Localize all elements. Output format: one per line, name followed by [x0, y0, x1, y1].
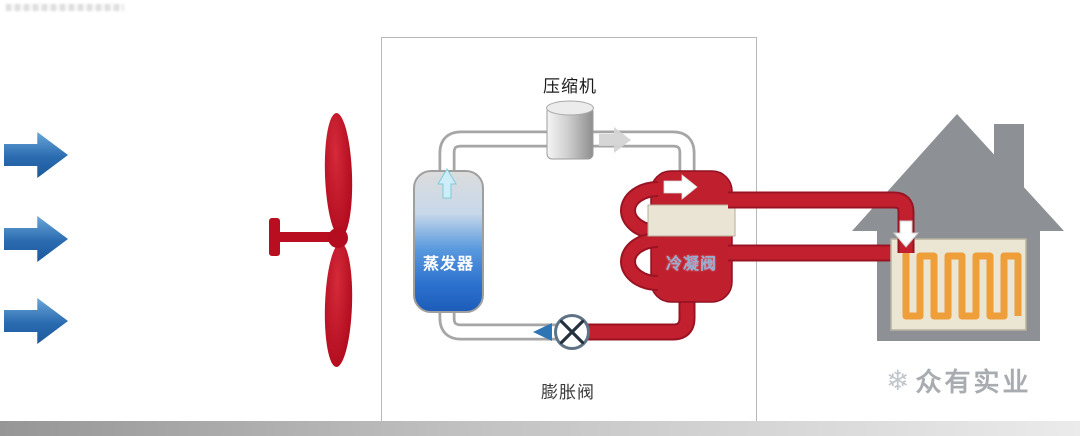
brand-name: 众有实业 [915, 367, 1032, 397]
brand-watermark: ❄ 众有实业 [886, 362, 1031, 399]
compressor-label: 压缩机 [543, 77, 597, 96]
condenser-coil-loop [622, 183, 659, 238]
evaporator-up-arrow-icon [437, 168, 457, 199]
house-inlet-down-arrow-icon [892, 220, 920, 248]
expansion-flow-arrow-icon [533, 323, 552, 341]
hot-liquid-pipe [570, 292, 694, 339]
condenser-label: 冷凝阀 [665, 256, 717, 273]
bottom-gradient-bar [0, 421, 1080, 436]
compressor-outlet-arrow-icon [599, 127, 631, 153]
expansion-valve-label: 膨胀阀 [541, 383, 595, 402]
floor-heating-coil [902, 252, 1022, 320]
compressor-top-cap [546, 100, 594, 116]
cold-liquid-pipe [441, 292, 574, 338]
house-roof [852, 114, 1064, 231]
expansion-valve-cross [559, 319, 585, 345]
condenser-plate [647, 204, 736, 237]
fan-mount-arm [276, 232, 333, 242]
condenser-coil-loop [622, 234, 659, 289]
fan-hub [328, 228, 348, 248]
evaporator-label: 蒸发器 [422, 256, 474, 273]
condenser-inlet-arrow-icon [663, 174, 698, 200]
snowflake-icon: ❄ [886, 364, 910, 396]
corner-watermark [6, 4, 124, 11]
supply-pipe-upper [728, 193, 913, 253]
fan-mount-bracket [269, 218, 280, 256]
